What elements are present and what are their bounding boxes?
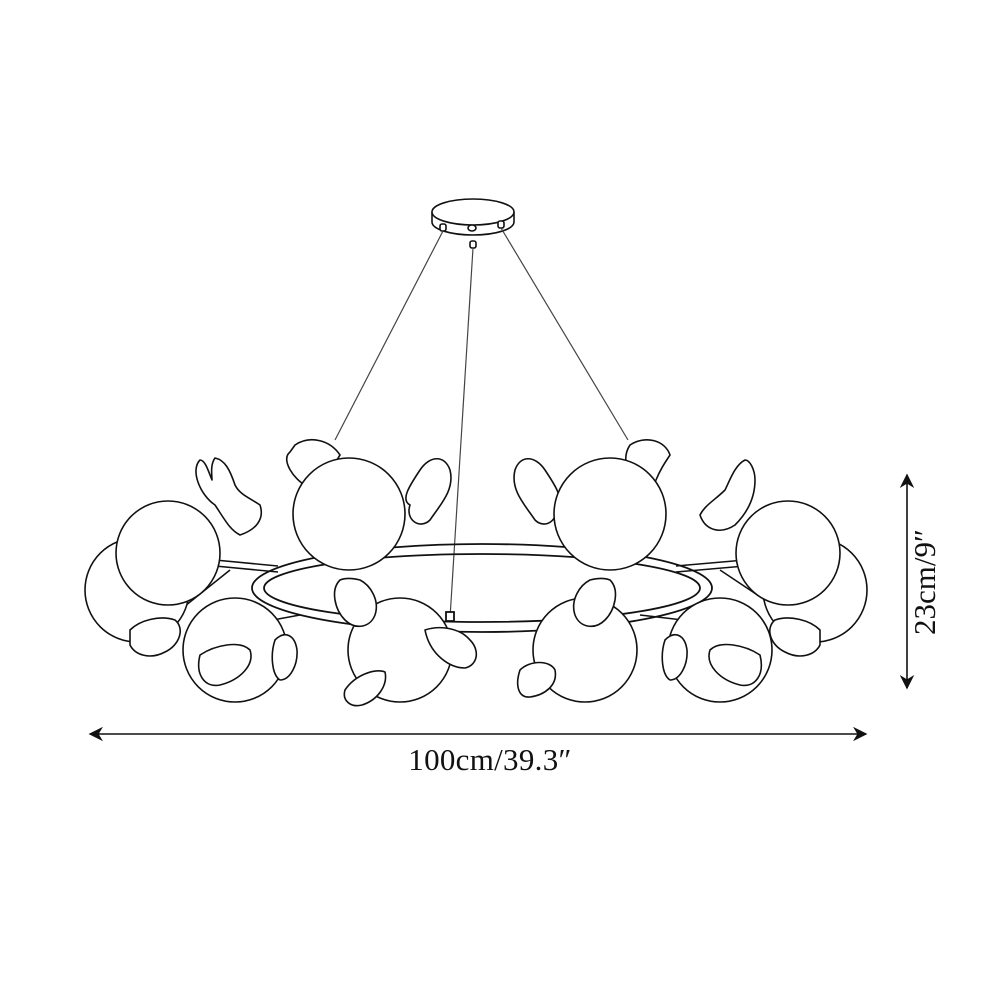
suspension-cables: [334, 227, 629, 619]
glass-globes-front: [115, 457, 841, 606]
width-dimension-label: 100cm/39.3″: [408, 742, 572, 777]
height-dimension-label: 23cm/9″: [907, 529, 942, 635]
ring-frame: [251, 543, 713, 633]
ceiling-canopy: [431, 198, 515, 249]
leaf-ornaments: [129, 439, 821, 707]
